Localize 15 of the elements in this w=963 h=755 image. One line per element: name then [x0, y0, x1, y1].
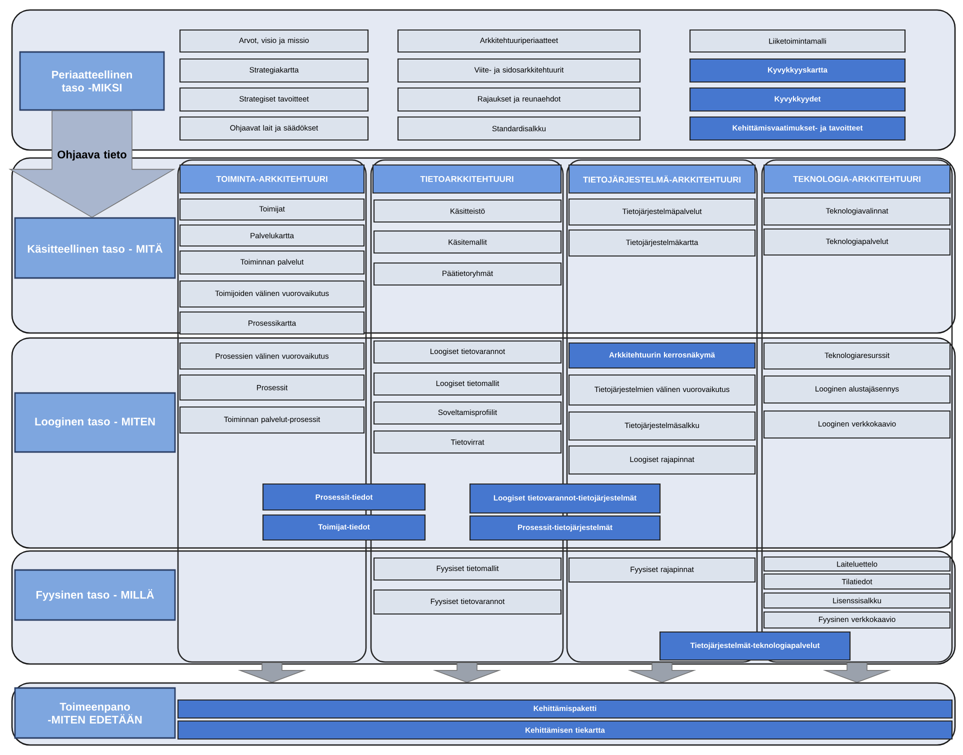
block-arrow [432, 662, 502, 683]
column-header: TEKNOLOGIA-ARKKITEHTUURI [763, 164, 951, 194]
column-header: TIETOJÄRJESTELMÄ-ARKKITEHTUURI [568, 164, 756, 194]
layer-label: Fyysinen taso - MILLÄ [14, 569, 176, 621]
block-arrow [822, 662, 892, 683]
block-arrow [8, 110, 176, 218]
block-arrow [238, 662, 306, 683]
layer-label: Periaatteellinen taso -MIKSI [19, 51, 165, 111]
layer-label: Toimeenpano -MITEN EDETÄÄN [14, 687, 176, 739]
layer-label: Käsitteellinen taso - MITÄ [14, 217, 176, 279]
column-header: TIETOARKKITEHTUURI [372, 164, 562, 194]
block-arrow [628, 662, 696, 683]
layer-label: Looginen taso - MITEN [14, 392, 176, 453]
column-header: TOIMINTA-ARKKITEHTUURI [179, 164, 365, 194]
edge-label: Ohjaava tieto [56, 149, 128, 162]
